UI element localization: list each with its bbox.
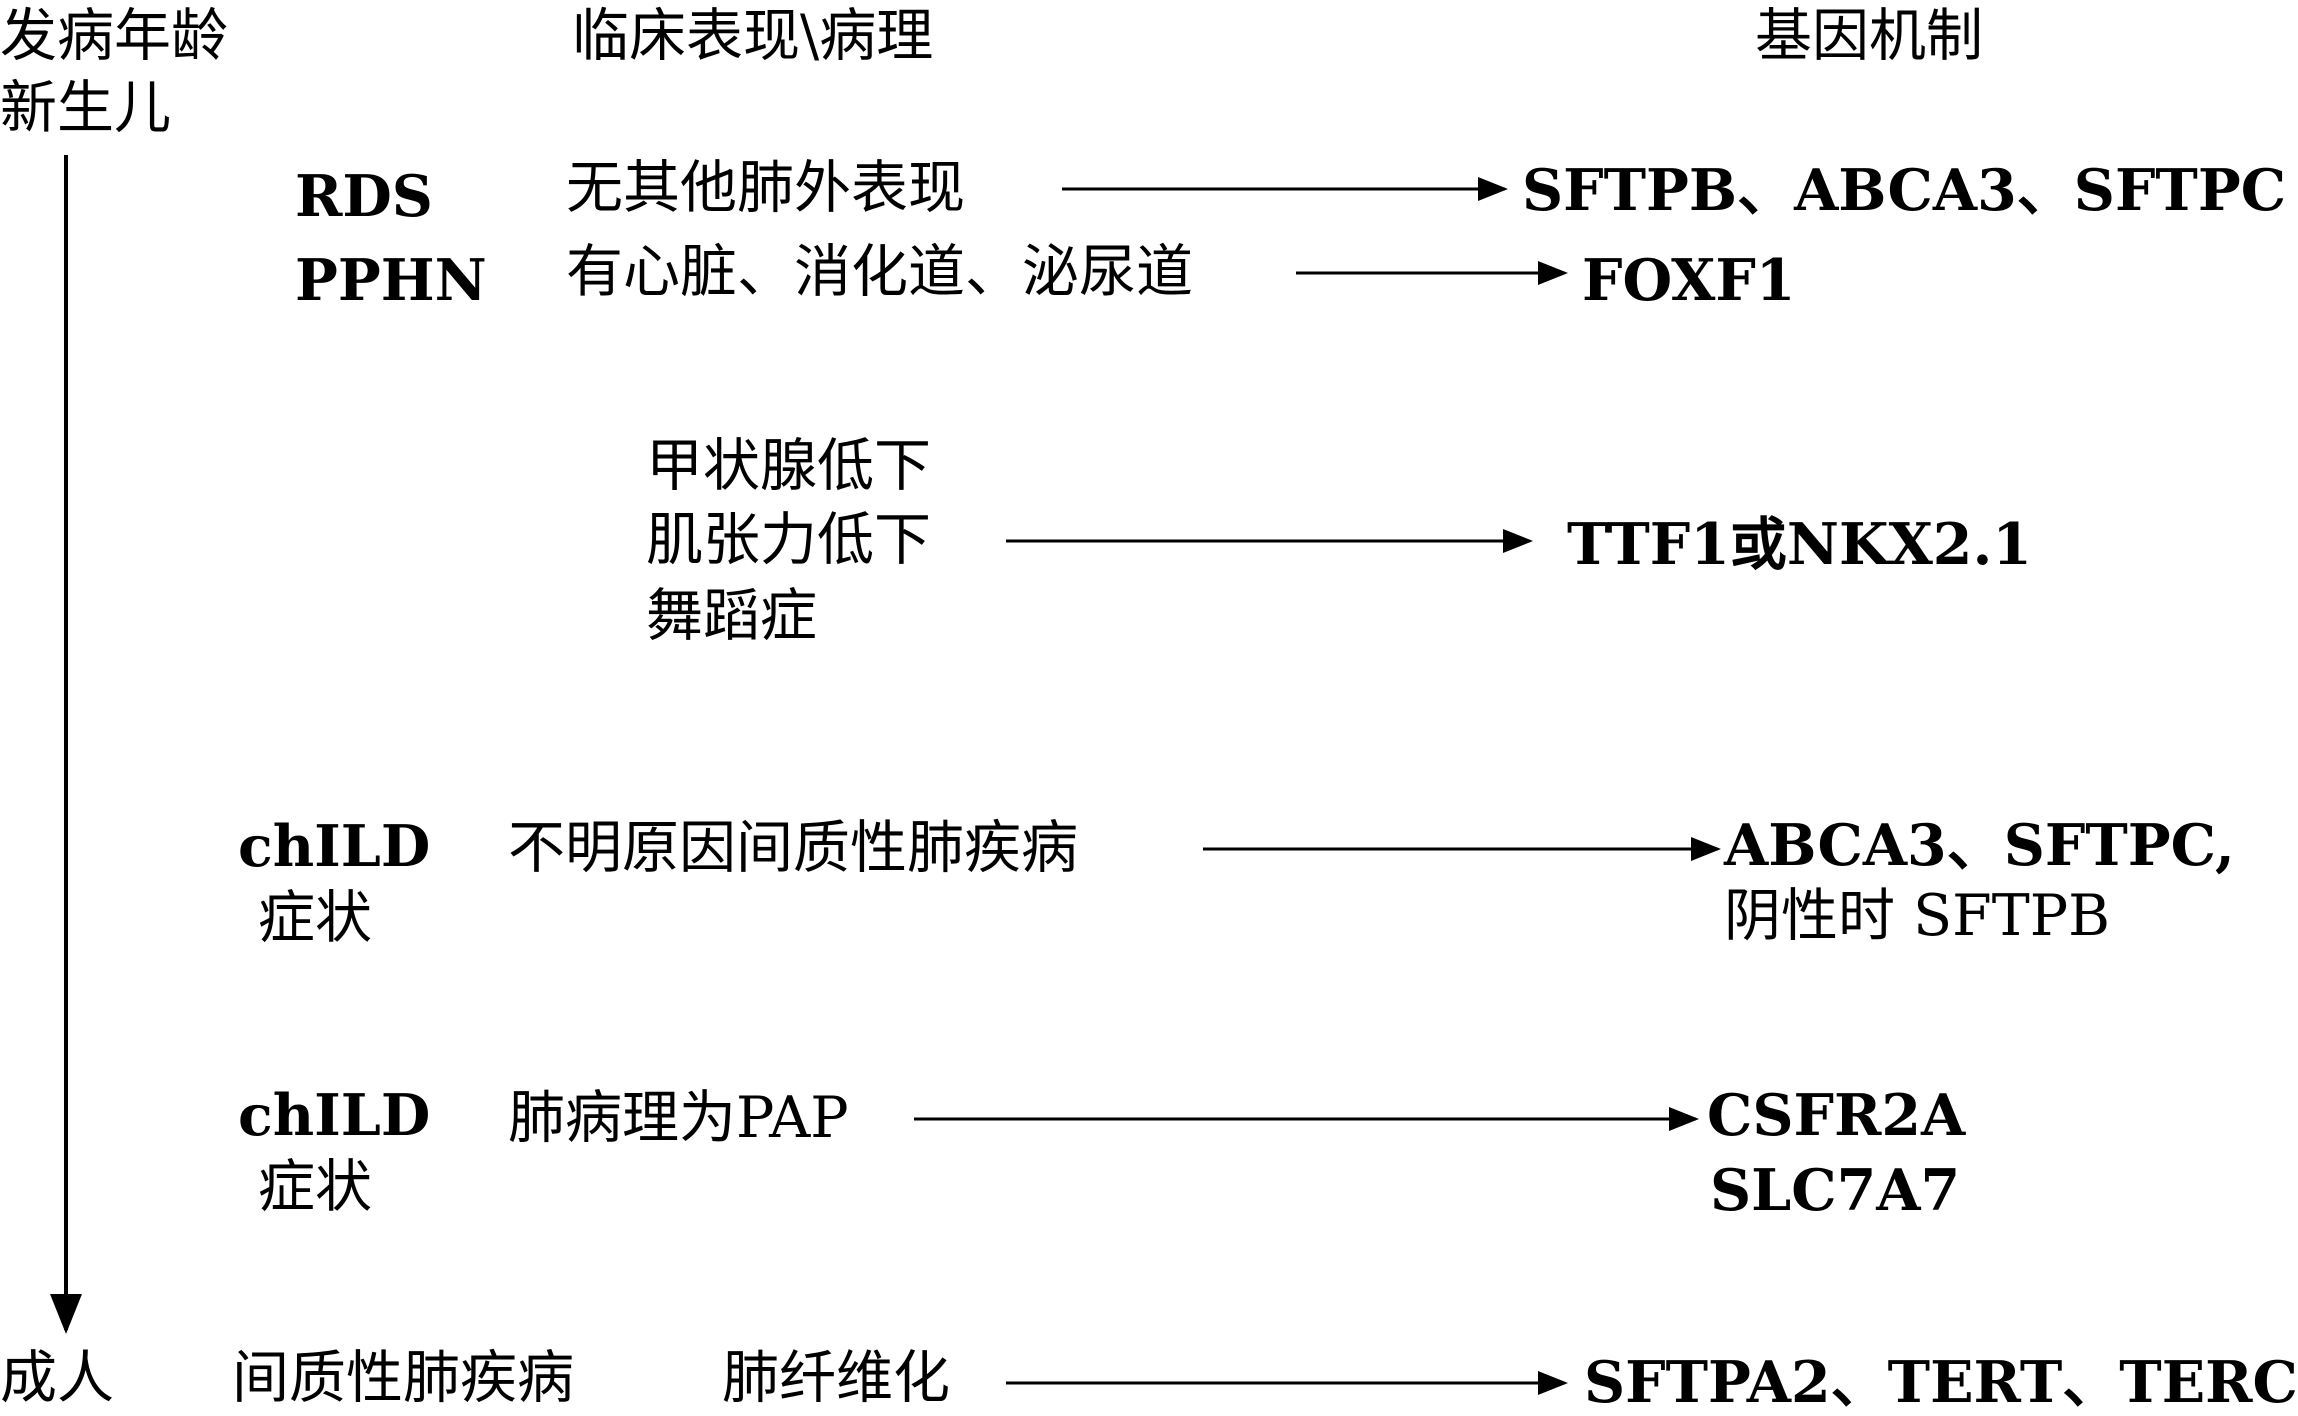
row-gene-ttf1: TTF1或NKX2.1 [1567,511,2032,578]
row-symptom-fibrosis: 肺纤维化 [722,1345,950,1411]
row-label-pphn: PPHN [295,247,487,314]
row-gene-line: CSFR2A [1707,1082,1966,1149]
row-symptom-chILD-1: 不明原因间质性肺疾病 [508,815,1078,881]
header-clinical: 临床表现\病理 [572,3,934,69]
row-gene-line: SLC7A7 [1710,1157,1961,1224]
row-gene-line: ABCA3、SFTPC, [1724,812,2235,879]
axis-start-label: 新生儿 [0,75,171,141]
row-symptom-line: 肌张力低下 [646,507,931,573]
row-label-line: 症状 [258,885,372,951]
row-gene-line: 阴性时 SFTPB [1724,883,2110,949]
row-gene-rds: SFTPB、ABCA3、SFTPC [1522,157,2287,224]
header-genetic: 基因机制 [1755,3,1983,69]
row-symptom-pphn: 有心脏、消化道、泌尿道 [566,239,1193,305]
arrows-layer [50,155,1721,1395]
row-label-ild: 间质性肺疾病 [232,1345,574,1411]
axis-end-label: 成人 [0,1345,114,1411]
row-symptom-chILD-2: 肺病理为PAP [508,1085,849,1151]
row-symptom-line: 舞蹈症 [646,583,817,649]
header-age: 发病年龄 [0,3,228,69]
row-gene-pphn: FOXF1 [1582,247,1796,314]
row-label-line: chILD [238,1082,431,1149]
row-symptom-line: 甲状腺低下 [646,433,931,499]
row-label-rds: RDS [295,163,433,230]
row-label-line: chILD [238,813,431,880]
row-gene-fibrosis: SFTPA2、TERT、TERC [1584,1349,2298,1416]
row-label-line: 症状 [258,1154,372,1220]
row-symptom-rds: 无其他肺外表现 [566,155,965,221]
